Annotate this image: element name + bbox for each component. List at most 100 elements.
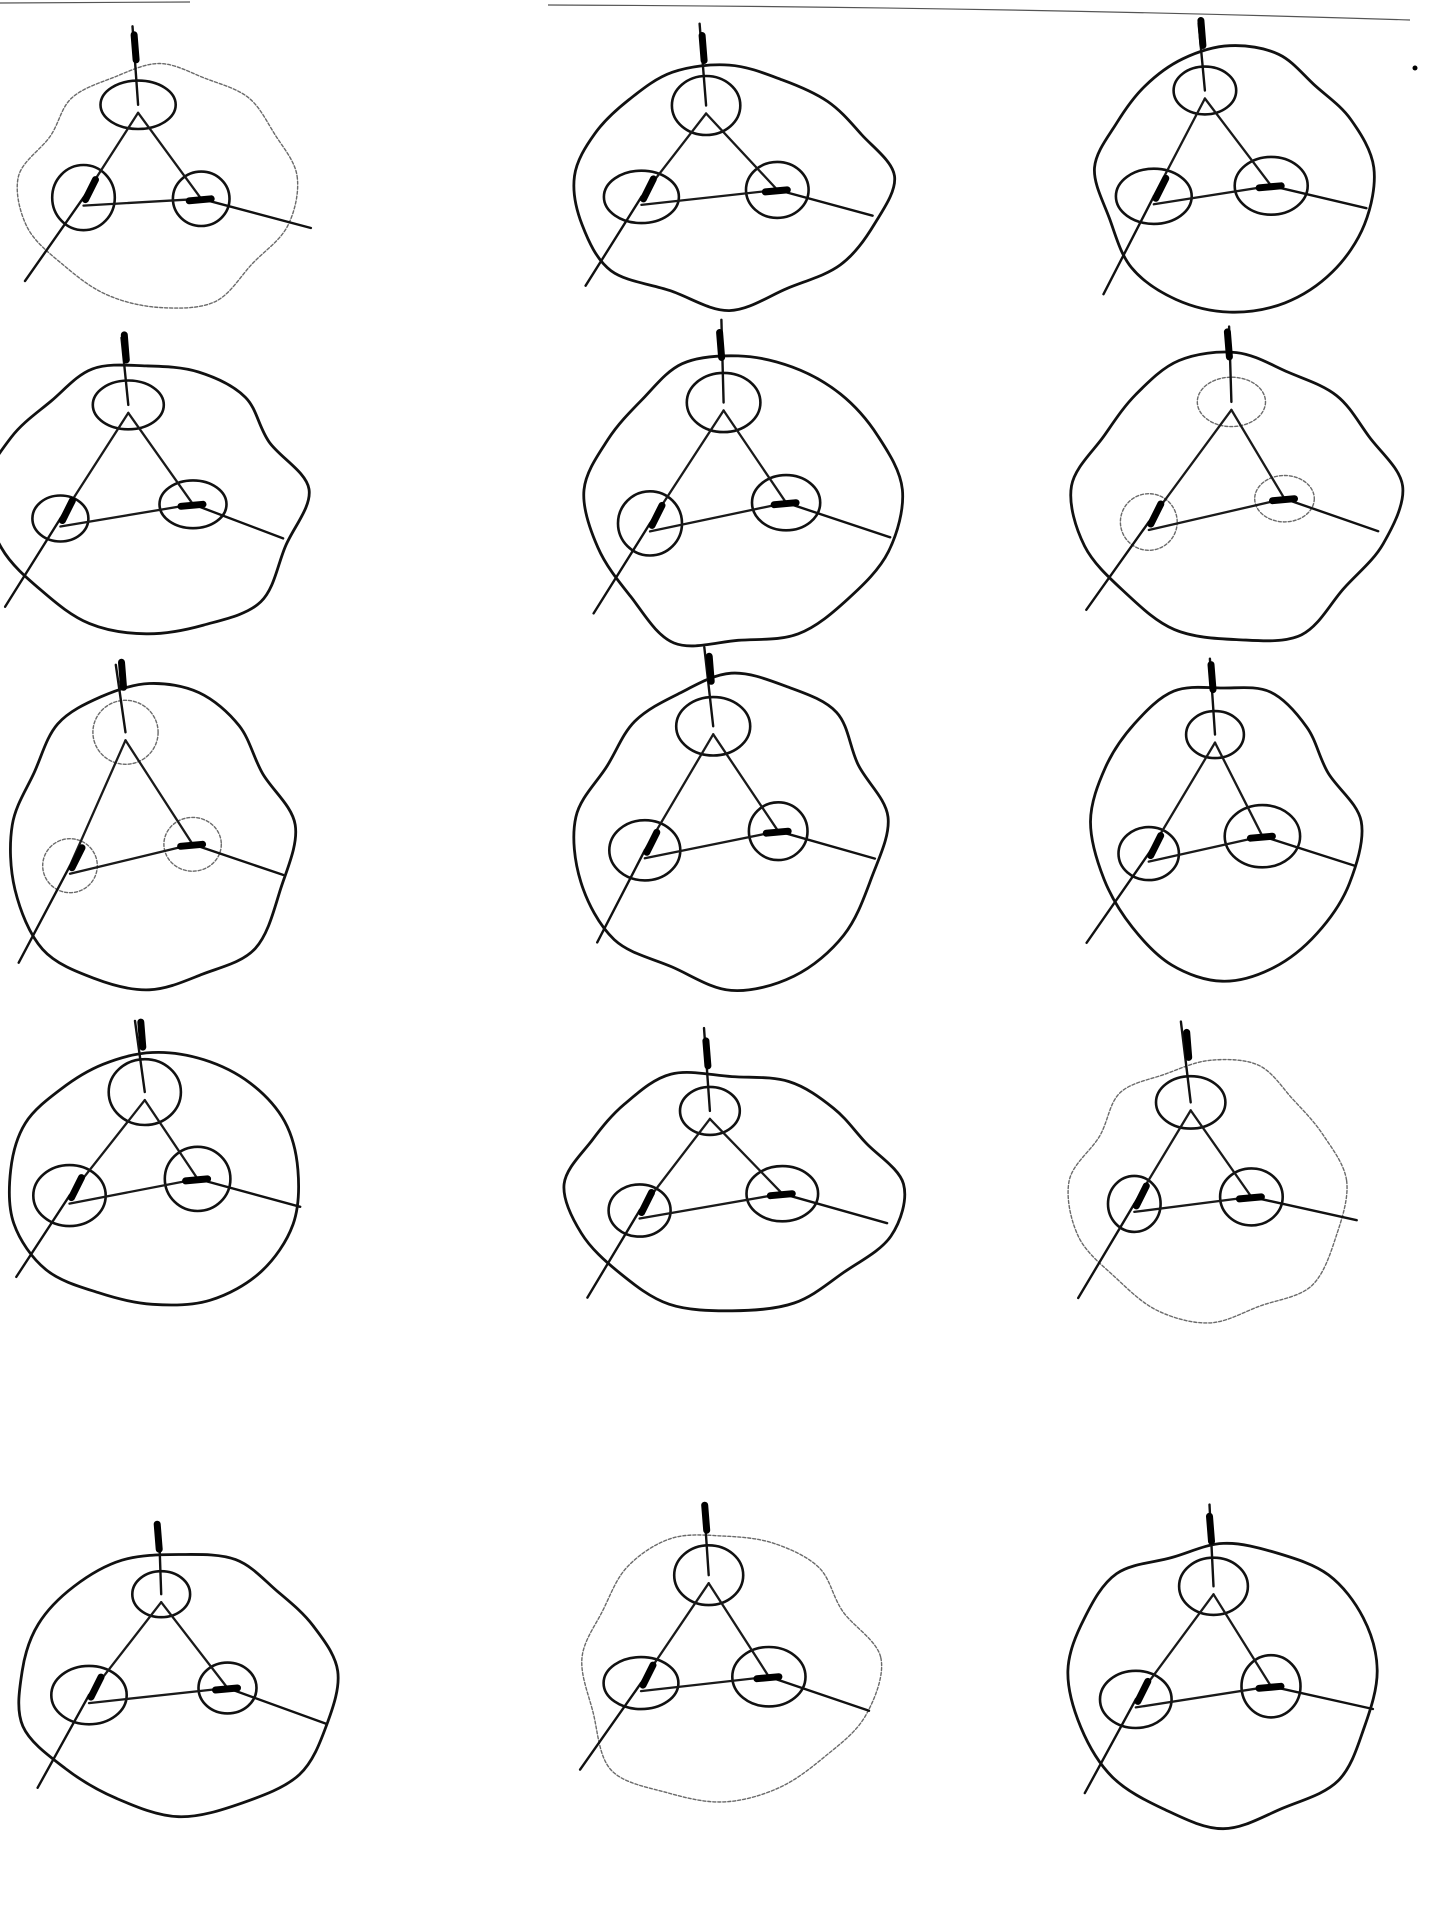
triangle-edge [1149,836,1263,861]
speck [1413,66,1418,71]
bold-tick [72,848,82,868]
bold-tick [643,179,653,199]
triangle-edge [128,413,193,504]
lead-line [1251,1197,1356,1220]
triangle-edge [161,1602,227,1688]
bold-tick [62,501,72,521]
triangle-edge [645,831,778,858]
triangle-edge [1149,499,1285,530]
triangle-edge [1154,186,1271,205]
enclosing-loop [584,356,903,646]
enclosing-loop [17,63,297,308]
bold-tick [86,180,96,200]
lead-line [786,503,890,538]
figure-2 [574,24,895,311]
bold-tick [134,35,136,60]
figure-9 [1087,659,1362,982]
triangle-edge [641,1677,769,1691]
bold-tick [124,335,126,360]
bold-tick [642,1193,652,1213]
lead-line [38,1695,89,1788]
enclosing-loop [564,1072,905,1310]
bold-tick [72,1178,82,1198]
lead-line [1271,1686,1373,1709]
figure-14 [580,1505,882,1802]
triangle-edge [1215,743,1262,837]
bold-tick [647,832,657,852]
bold-tick [765,190,787,192]
bold-tick [1211,665,1213,690]
bold-tick [122,662,124,687]
figure-3 [1094,21,1374,313]
bold-tick [1136,1186,1146,1206]
enclosing-loop [1090,687,1362,981]
enclosing-loop [1071,352,1403,641]
bold-tick [1239,1197,1261,1199]
bold-tick [757,1677,779,1679]
enclosing-loop [574,673,888,991]
scan-edge-line-right [548,5,1410,20]
lead-line [228,1688,326,1724]
figure-5 [584,320,903,646]
figure-6 [1071,327,1403,641]
enclosing-loop [10,683,295,989]
bold-tick [1227,332,1229,357]
lead-line [193,844,284,875]
bold-tick [1151,504,1161,524]
bold-tick [774,503,796,505]
triangle-edge [1231,410,1284,499]
triangle-edge [84,199,202,206]
enclosing-loop [574,65,895,311]
triangle-edge [706,114,777,190]
bold-tick [1210,1516,1212,1541]
figure-12 [1068,1022,1357,1323]
lead-line [1078,1204,1134,1298]
triangle-edge [1214,1594,1272,1686]
lead-line [769,1677,869,1711]
figures-grid [0,21,1403,1829]
lead-line [1086,522,1149,610]
triangle-edge [145,1100,198,1179]
figure-8 [574,647,888,990]
bold-tick [91,1677,101,1697]
bold-tick [141,1022,143,1047]
bold-tick [1156,178,1166,198]
triangle-edge [89,1688,228,1703]
bold-tick [766,831,788,833]
triangle-edge [1136,1686,1271,1707]
triangle-edge [641,190,777,205]
bold-tick [1138,1681,1148,1701]
figure-10 [9,1021,300,1305]
bold-tick [1273,499,1295,501]
lead-line [1104,196,1154,294]
bold-tick [1259,186,1281,188]
triangle-edge [70,1179,198,1204]
lead-line [777,190,872,216]
figure-13 [19,1524,338,1817]
bold-tick [1250,836,1272,838]
bold-tick [702,36,704,61]
lead-line [16,1196,69,1277]
lead-line [1271,186,1366,208]
figure-4 [0,335,309,634]
triangle-edge [650,503,786,532]
bold-tick [770,1194,792,1196]
lead-line [1087,854,1149,943]
bold-tick [1187,1032,1189,1057]
lead-line [193,504,283,538]
scan-edge-line-left [0,2,190,3]
enclosing-loop [1068,1543,1377,1828]
enclosing-loop [582,1535,882,1802]
lead-line [1285,499,1379,532]
lead-line [580,1683,641,1770]
figure-7 [10,662,295,990]
bold-tick [706,1041,708,1066]
bold-tick [720,333,722,358]
bold-tick [216,1688,238,1690]
bold-tick [652,505,662,525]
bold-tick [705,1505,707,1530]
bold-tick [709,656,711,681]
lead-line [1085,1699,1136,1793]
triangle-edge [1191,1110,1252,1197]
